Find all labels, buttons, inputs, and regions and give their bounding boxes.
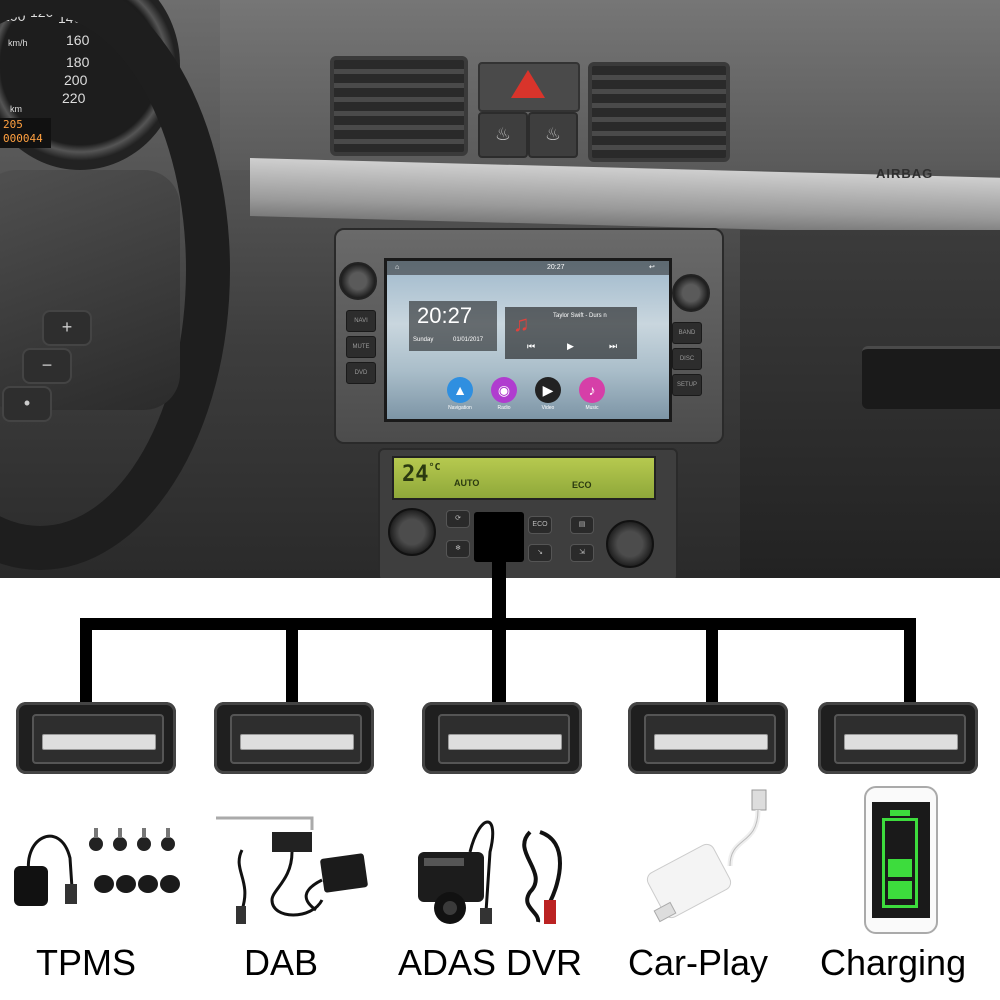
usb-port-tpms bbox=[16, 702, 176, 774]
temperature-knob bbox=[388, 508, 436, 556]
charging-label: Charging bbox=[820, 942, 967, 983]
hub-wire-drop bbox=[492, 618, 506, 708]
play-icon: ▶ bbox=[567, 341, 574, 351]
tpms-sensor-kit-icon bbox=[14, 828, 180, 906]
charging-phone-icon bbox=[864, 786, 938, 934]
seat-heater-left-button: ♨ bbox=[478, 112, 528, 158]
air-direction-icon: ↘ bbox=[528, 544, 552, 562]
usb-port-tongue bbox=[448, 734, 562, 750]
status-time: 20:27 bbox=[547, 264, 565, 271]
volume-down-icon: − bbox=[22, 348, 72, 384]
hu-right-button: DISC bbox=[672, 348, 702, 370]
battery-outline bbox=[882, 818, 918, 908]
now-playing: Taylor Swift - Durs n bbox=[553, 313, 607, 319]
clock-day: Sunday bbox=[413, 337, 434, 343]
climate-lcd: 24°C AUTO ECO bbox=[392, 456, 656, 500]
left-air-vent bbox=[330, 56, 468, 156]
car-dashboard-photo: ♨ ♨ AIRBAG 100 120 140 160 180 200 220 k… bbox=[0, 0, 1000, 578]
rear-defrost-icon: ▤ bbox=[570, 516, 594, 534]
usb-port-dab bbox=[214, 702, 374, 774]
usb-port-tongue bbox=[42, 734, 156, 750]
app-label: Video bbox=[541, 405, 555, 411]
carplay-label: Car-Play bbox=[628, 942, 769, 983]
hub-wire-drop bbox=[904, 618, 916, 708]
usb-port-socket bbox=[834, 714, 966, 764]
hub-wire-drop bbox=[286, 618, 298, 708]
glovebox-slot bbox=[862, 346, 1000, 409]
usb-port-socket bbox=[438, 714, 570, 764]
tpms-label: TPMS bbox=[36, 942, 137, 983]
music-icon: ♪ bbox=[579, 377, 605, 403]
usb-port-dvr bbox=[422, 702, 582, 774]
dab-antenna-icon bbox=[216, 816, 368, 924]
battery-bar bbox=[888, 859, 912, 877]
temperature-value: 24 bbox=[402, 462, 429, 487]
next-icon: ⏭ bbox=[609, 341, 618, 351]
adas-dvr-label: ADAS DVR bbox=[398, 942, 583, 983]
hu-right-button: BAND bbox=[672, 322, 702, 344]
radio-icon: ◉ bbox=[491, 377, 517, 403]
music-note-icon: ♫ bbox=[513, 311, 530, 336]
seat-vent-icon: ⇲ bbox=[570, 544, 594, 562]
clock-date: 01/01/2017 bbox=[453, 337, 484, 343]
usb-port-tongue bbox=[844, 734, 958, 750]
app-label: Navigation bbox=[448, 405, 472, 411]
usb-port-carplay bbox=[628, 702, 788, 774]
hub-wire-drop bbox=[80, 618, 92, 708]
hub-wire-drop bbox=[706, 618, 718, 708]
hub-wire-trunk bbox=[492, 560, 506, 622]
carplay-dongle-icon bbox=[646, 789, 767, 923]
clock-time: 20:27 bbox=[417, 303, 473, 328]
climate-mode: AUTO bbox=[454, 478, 480, 488]
fan-knob bbox=[606, 520, 654, 568]
hu-left-button: NAVI bbox=[346, 310, 376, 332]
usb-port-charging bbox=[818, 702, 978, 774]
previous-icon: ⏮ bbox=[527, 341, 536, 351]
back-icon: ↩ bbox=[649, 264, 655, 271]
volume-knob bbox=[339, 262, 377, 300]
app-label: Radio bbox=[497, 405, 511, 411]
music-widget: ♫ Taylor Swift - Durs n ⏮ ▶ ⏭ bbox=[505, 307, 637, 359]
screen-status-bar: ⌂ 20:27 ↩ bbox=[387, 261, 669, 275]
hu-right-button: SETUP bbox=[672, 374, 702, 396]
hazard-triangle-icon bbox=[511, 70, 545, 98]
usb-port-socket bbox=[644, 714, 776, 764]
adas-dvr-camera-icon bbox=[418, 820, 562, 924]
mode-icon: • bbox=[2, 386, 52, 422]
navigation-icon: ▲ bbox=[447, 377, 473, 403]
seat-heater-right-button: ♨ bbox=[528, 112, 578, 158]
usb-port-tongue bbox=[654, 734, 768, 750]
temperature-unit: °C bbox=[428, 462, 441, 473]
airbag-label: AIRBAG bbox=[876, 166, 934, 181]
dab-label: DAB bbox=[244, 942, 319, 983]
usb-hub-box bbox=[474, 512, 524, 562]
usb-port-socket bbox=[32, 714, 164, 764]
right-air-vent bbox=[588, 62, 730, 162]
volume-up-icon: + bbox=[42, 310, 92, 346]
battery-bar bbox=[888, 881, 912, 899]
tune-knob bbox=[672, 274, 710, 312]
home-icon: ⌂ bbox=[395, 264, 400, 271]
usb-port-tongue bbox=[240, 734, 354, 750]
phone-screen bbox=[872, 802, 930, 918]
head-unit-screen: ⌂ 20:27 ↩ 20:27 Sunday 01/01/2017 ♫ Tayl… bbox=[384, 258, 672, 422]
app-label: Music bbox=[585, 405, 599, 411]
hu-left-button: DVD bbox=[346, 362, 376, 384]
defrost-icon: ❄ bbox=[446, 540, 470, 558]
recirculate-icon: ⟳ bbox=[446, 510, 470, 528]
clock-widget: 20:27 Sunday 01/01/2017 bbox=[409, 301, 497, 351]
hu-left-button: MUTE bbox=[346, 336, 376, 358]
eco-button: ECO bbox=[528, 516, 552, 534]
battery-terminal bbox=[890, 810, 910, 816]
climate-eco: ECO bbox=[572, 480, 592, 490]
video-icon: ▶ bbox=[535, 377, 561, 403]
usb-port-socket bbox=[230, 714, 362, 764]
climate-temperature: 24°C bbox=[402, 462, 441, 487]
